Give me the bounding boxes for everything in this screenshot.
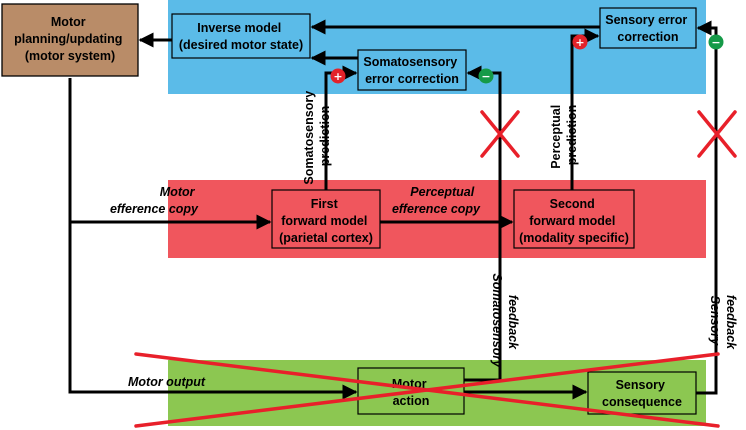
somatosensory-error-correction-box (357, 49, 467, 91)
minus-sign-icon: − (478, 68, 494, 84)
minus-circle-sensory (708, 34, 724, 50)
minus-text-somato: − (481, 70, 490, 83)
plus-sign-icon: + (572, 34, 588, 50)
label-somatosensory-feedback: Somatosensory feedback (490, 273, 520, 370)
label-somatosensory-prediction: Somatosensory prediction (302, 87, 332, 184)
arrow-somatosensory-prediction (324, 65, 358, 190)
motor-planning-label: Motor planning/updating (motor system) (14, 15, 126, 63)
plus-circle-sensory (572, 34, 588, 50)
second-forward-model-label: Second forward model (modality specific) (519, 197, 629, 245)
inverse-model-label: Inverse model (desired motor state) (179, 21, 303, 52)
arrow-perceptual-prediction (570, 28, 600, 190)
minus-circle-somato (478, 68, 494, 84)
cross-line (134, 352, 720, 428)
plus-sign-icon: + (330, 68, 346, 84)
second-forward-model-box (513, 189, 635, 249)
label-perceptual-prediction: Perceptual prediction (549, 101, 579, 168)
motor-planning-box (1, 3, 139, 77)
plus-text-sensory: + (575, 36, 584, 49)
label-sensory-feedback: Sensory feedback (708, 295, 738, 350)
arrow-motor-output (68, 78, 358, 400)
label-motor-output: Motor output (128, 375, 206, 389)
arrow-sensory-feedback (696, 20, 718, 395)
cross-line (480, 110, 520, 158)
cross-periphery-icon (134, 352, 720, 428)
sensory-error-correction-label: Sensory error correction (605, 13, 690, 44)
cross-line (697, 110, 737, 158)
plus-text-somato: + (333, 70, 342, 83)
cross-sensory-feedback-icon (697, 110, 737, 158)
label-perceptual-efference-copy: Perceptual efference copy (392, 185, 481, 216)
band-top-cortical (168, 0, 706, 94)
minus-text-sensory: − (711, 36, 720, 49)
plus-circle-somato (330, 68, 346, 84)
cross-somatosensory-feedback-icon (480, 110, 520, 158)
first-forward-model-label: First forward model (parietal cortex) (279, 197, 373, 245)
sensory-consequence-label: Sensory consequence (602, 378, 682, 409)
inverse-model-box (171, 13, 311, 59)
minus-sign-icon: − (708, 34, 724, 50)
label-motor-efference-copy: Motor efference copy (110, 185, 199, 216)
somatosensory-error-correction-label: Somatosensory error correction (363, 55, 460, 86)
